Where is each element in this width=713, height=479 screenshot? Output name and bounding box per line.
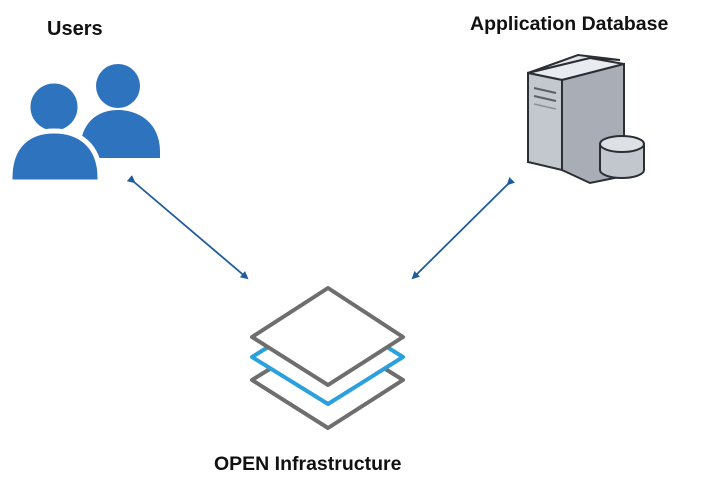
- database-infra-arrow: [411, 176, 516, 280]
- users-label: Users: [47, 18, 103, 40]
- database-label: Application Database: [470, 13, 669, 35]
- infrastructure-label: OPEN Infrastructure: [214, 453, 402, 475]
- users-infra-arrow: [126, 175, 249, 280]
